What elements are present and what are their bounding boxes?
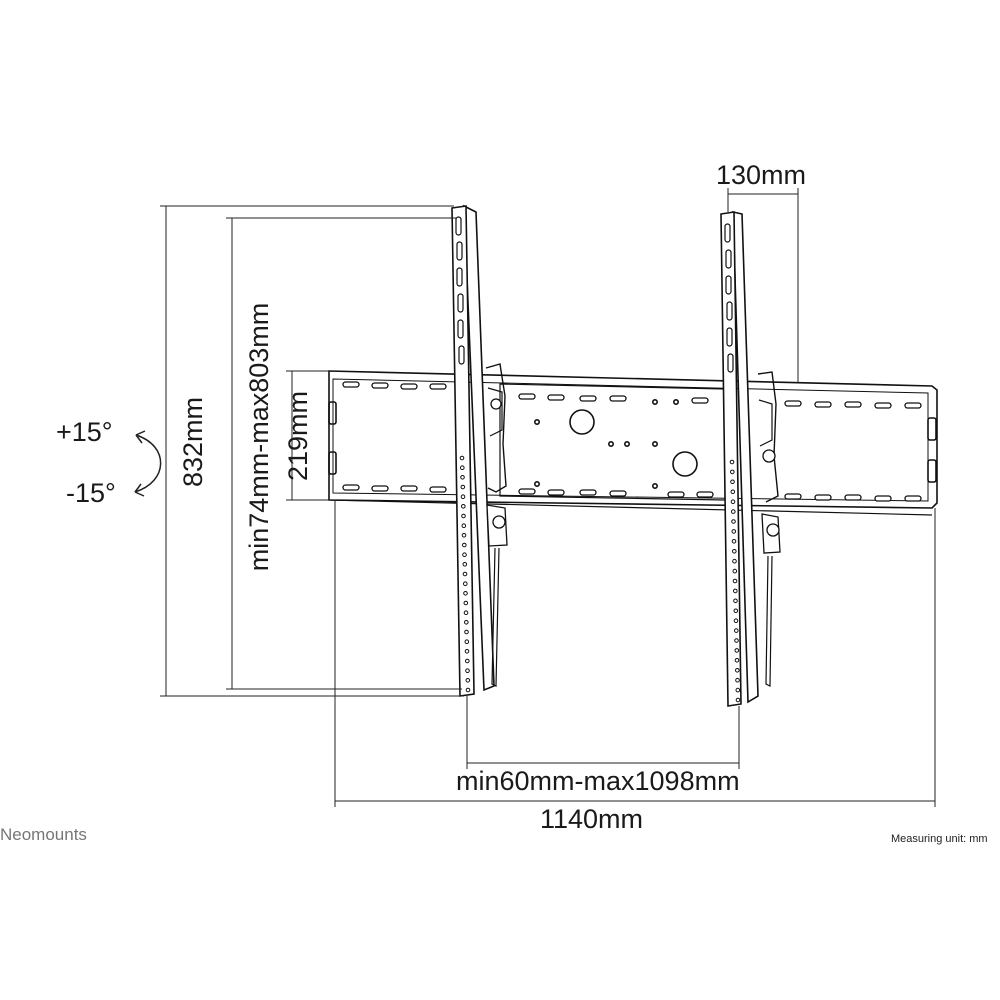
arm-hole — [461, 533, 467, 538]
arm-hole — [733, 588, 738, 594]
arm-hole — [732, 568, 738, 574]
left-arm-holes — [459, 455, 471, 693]
arm-hole — [733, 618, 739, 624]
arm-depth-label: 130mm — [716, 160, 806, 190]
arm-hole — [464, 620, 469, 625]
arm-hole — [731, 529, 737, 534]
arm-hole — [734, 638, 739, 643]
arm-hole — [732, 578, 738, 584]
wall-plate — [328, 370, 938, 516]
arm-hole — [730, 489, 736, 495]
arm-hole — [731, 509, 736, 514]
arm-hole — [734, 648, 740, 653]
plate-height-label: 219mm — [283, 391, 313, 481]
arm-hole — [730, 499, 736, 505]
arm-hole — [463, 581, 468, 587]
arm-hole — [730, 469, 735, 475]
tilt-down-label: -15° — [66, 478, 116, 508]
horizontal-pattern-label: min60mm-max1098mm — [456, 766, 740, 796]
tilt-up-label: +15° — [56, 417, 113, 447]
arm-hole — [462, 552, 467, 558]
arm-hole — [732, 549, 737, 554]
total-height-label: 832mm — [178, 397, 208, 487]
total-width-label: 1140mm — [540, 804, 643, 834]
arm-hole — [463, 591, 468, 596]
arm-hole — [735, 687, 741, 693]
arm-hole — [463, 600, 469, 606]
arm-hole — [729, 459, 735, 465]
arm-hole — [465, 687, 471, 693]
arm-hole — [460, 494, 466, 500]
arm-hole — [465, 658, 470, 664]
arm-hole — [735, 677, 740, 683]
right-arm-holes — [729, 459, 741, 703]
vertical-pattern-label: min74mm-max803mm — [244, 303, 274, 572]
arm-hole — [733, 608, 739, 614]
arm-hole — [732, 558, 737, 564]
arm-hole — [734, 628, 739, 633]
arm-hole — [731, 539, 737, 544]
arm-hole — [465, 678, 471, 683]
arm-hole — [735, 668, 740, 673]
arm-hole — [464, 629, 469, 635]
measuring-unit-note: Measuring unit: mm — [891, 833, 988, 845]
arm-hole — [459, 455, 465, 461]
arm-hole — [733, 598, 738, 604]
arm-hole — [463, 610, 469, 616]
arm-hole — [461, 504, 466, 509]
arm-hole — [465, 668, 470, 674]
arm-hole — [730, 479, 735, 485]
arm-hole — [460, 475, 465, 480]
arm-hole — [460, 484, 466, 490]
tilt-arrow-icon — [134, 430, 162, 497]
arm-hole — [735, 697, 741, 703]
wall-plate-slots — [342, 381, 922, 502]
arm-hole — [461, 523, 467, 529]
arm-hole — [731, 519, 736, 524]
arm-hole — [462, 562, 468, 567]
arm-hole — [462, 571, 468, 577]
arm-hole — [464, 649, 470, 654]
dimension-lines — [160, 188, 936, 807]
left-arm-slots — [455, 216, 465, 365]
brand-name: Neomounts — [0, 825, 87, 844]
arm-hole — [462, 542, 467, 548]
arm-hole — [461, 513, 466, 519]
right-arm-slots — [724, 223, 734, 373]
arm-hole — [464, 639, 470, 645]
arm-hole — [734, 658, 740, 663]
arm-hole — [460, 465, 465, 471]
